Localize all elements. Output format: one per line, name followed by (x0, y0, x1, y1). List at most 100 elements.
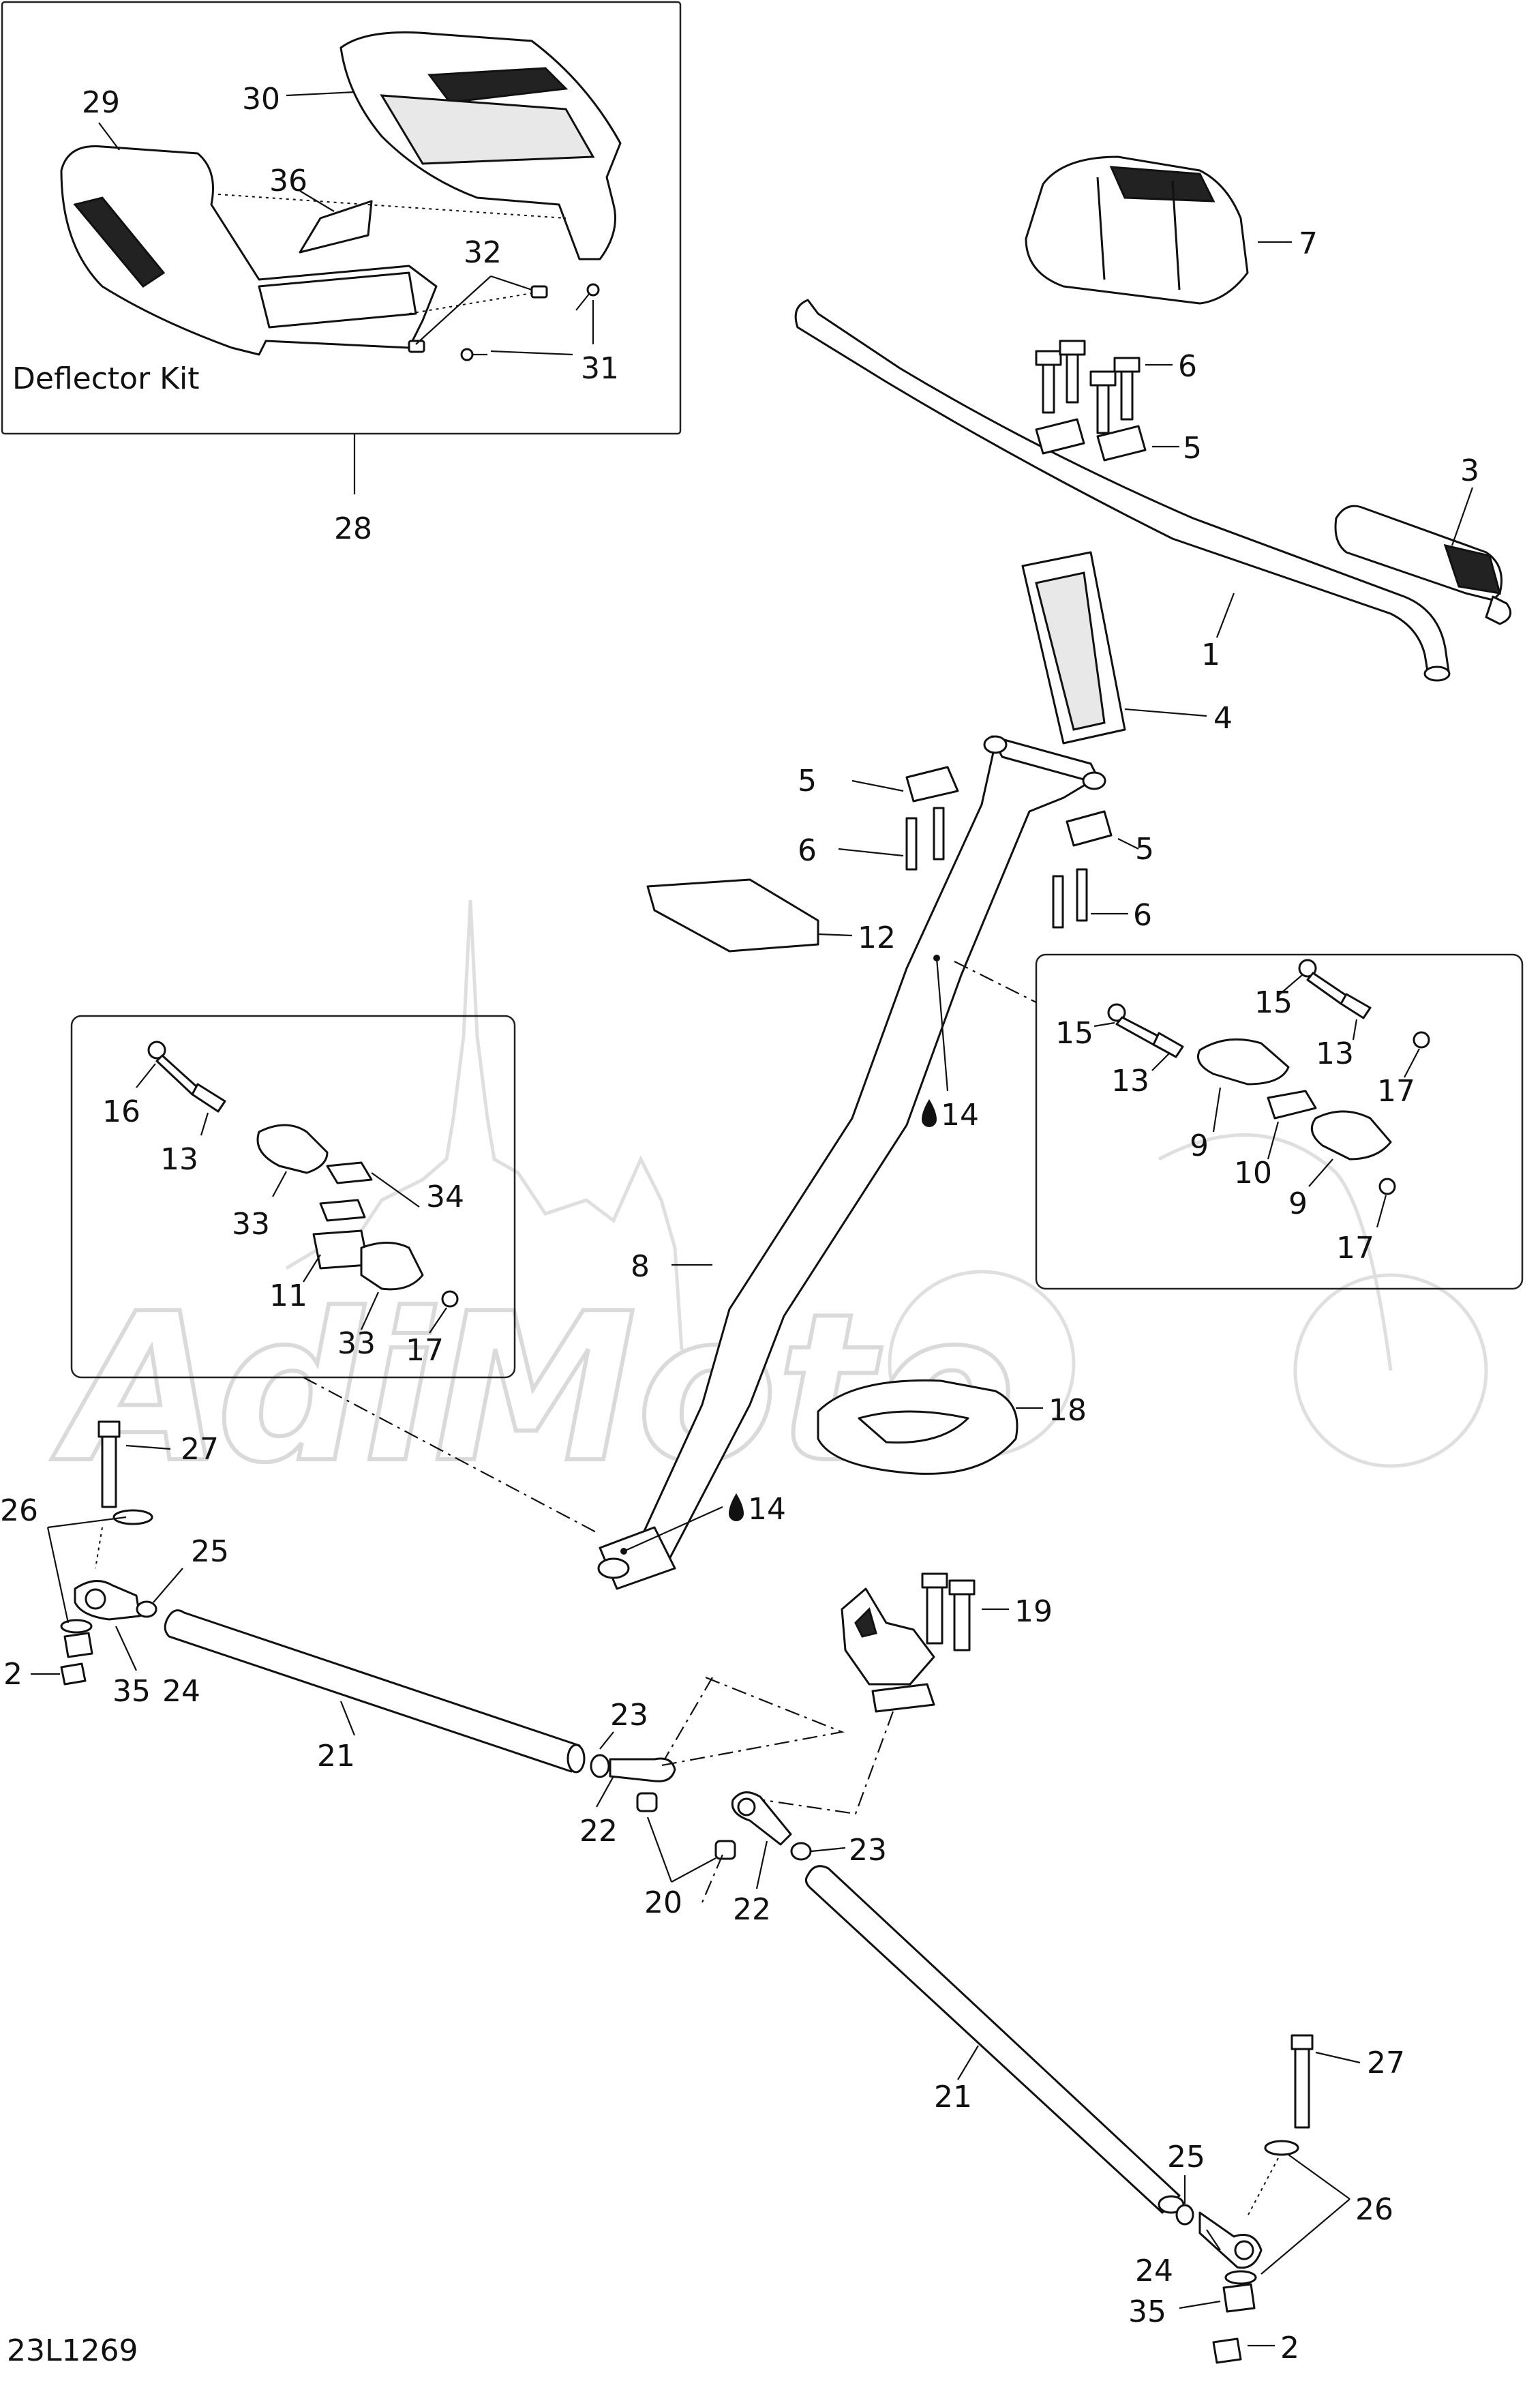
callout-8: 8 (631, 1249, 650, 1284)
callout-4: 4 (1213, 701, 1233, 736)
callout-30: 30 (242, 82, 280, 117)
pitman-bracket (841, 1587, 935, 1686)
washer-26-top (112, 1509, 153, 1525)
jam-nut-23-right (790, 1842, 812, 1861)
nut-17-top (1413, 1031, 1430, 1049)
right-detail-box: 15 13 15 13 17 9 10 9 17 (1035, 953, 1524, 1290)
callout-33a: 33 (232, 1207, 270, 1242)
deflector-left-vent (73, 196, 166, 288)
callout-5c: 5 (1135, 832, 1154, 867)
lower-clamp-left (905, 766, 959, 803)
spacer-13 (191, 1083, 226, 1113)
spacer-13-right (1340, 993, 1372, 1019)
callout-32: 32 (464, 235, 502, 270)
callout-16: 16 (102, 1094, 140, 1129)
callout-9a: 9 (1190, 1128, 1209, 1163)
callout-17c: 17 (1336, 1231, 1374, 1266)
spacer-35-left (63, 1632, 93, 1658)
callout-24b: 24 (1135, 2254, 1173, 2288)
callout-15a: 15 (1055, 1016, 1093, 1051)
callout-11: 11 (269, 1279, 307, 1313)
callout-2b: 2 (1280, 2331, 1299, 2365)
callout-7: 7 (1299, 226, 1318, 261)
bushing-34-bottom (319, 1199, 366, 1222)
callout-17a: 17 (406, 1333, 444, 1368)
callout-25a: 25 (191, 1534, 229, 1569)
nut-2-left (60, 1662, 87, 1686)
callout-26b: 26 (1355, 2192, 1393, 2227)
callout-6a: 6 (1178, 349, 1197, 384)
callout-20: 20 (644, 1885, 682, 1920)
nut-17-bottom (1378, 1178, 1396, 1195)
washer-26-bottom-right (1224, 2270, 1257, 2285)
kit-screw-b (460, 348, 487, 361)
deflector-kit-box: Deflector Kit 29 30 36 (1, 1, 682, 435)
callout-5a: 5 (1183, 431, 1202, 466)
nut-25-right (1175, 2204, 1194, 2226)
clip-nut-a (530, 285, 548, 299)
drawing-code: 23L1269 (7, 2333, 138, 2368)
callout-36: 36 (269, 164, 307, 198)
lower-bolts-right (1052, 868, 1088, 929)
bushing-10 (1267, 1090, 1317, 1120)
callout-22b: 22 (733, 1892, 771, 1927)
bolt-15-right (1298, 959, 1348, 1005)
callout-31: 31 (581, 351, 619, 386)
callout-35b: 35 (1128, 2294, 1166, 2329)
callout-2a: 2 (3, 1657, 22, 1692)
deflector-right-vent (427, 67, 569, 104)
callout-5b: 5 (798, 764, 817, 798)
callout-29: 29 (82, 85, 120, 120)
spacer-35-right (1222, 2283, 1256, 2313)
kit-screw-a (575, 283, 600, 311)
callout-25b: 25 (1167, 2140, 1205, 2174)
oil-drop-icon-a (922, 1099, 937, 1127)
callout-27a: 27 (181, 1432, 219, 1467)
bushing-20-a (636, 1792, 658, 1812)
callout-10: 10 (1234, 1156, 1272, 1191)
bolts-19 (921, 1572, 976, 1651)
bushing-20-b (714, 1840, 736, 1860)
sticker (299, 200, 373, 254)
callout-21b: 21 (934, 2080, 972, 2114)
callout-26a: 26 (0, 1493, 38, 1528)
bolt-27-right (1290, 2034, 1314, 2129)
clamp-33-bottom (360, 1242, 424, 1291)
callout-6c: 6 (1133, 898, 1152, 933)
callout-18: 18 (1048, 1393, 1087, 1428)
spacer-13-left (1152, 1032, 1184, 1058)
callout-33b: 33 (337, 1326, 376, 1361)
callout-17b: 17 (1377, 1074, 1415, 1109)
callout-21a: 21 (317, 1739, 355, 1774)
callout-19: 19 (1014, 1594, 1053, 1629)
rod-end-22-left (609, 1757, 676, 1782)
callout-13b: 13 (1111, 1064, 1149, 1098)
callout-15b: 15 (1254, 985, 1293, 1020)
tie-rod-end-left (74, 1580, 141, 1621)
bolt-27-left (97, 1420, 121, 1508)
nut-25-left (136, 1600, 157, 1618)
bushing-34-top (326, 1161, 373, 1184)
callout-9b: 9 (1288, 1186, 1308, 1221)
callout-6b: 6 (798, 833, 817, 868)
callout-1: 1 (1201, 638, 1220, 672)
jam-nut-23-left (590, 1754, 610, 1778)
grip (1334, 505, 1512, 625)
callout-24a: 24 (162, 1674, 200, 1709)
callout-28: 28 (334, 511, 372, 546)
callout-23b: 23 (849, 1833, 887, 1868)
kit-title: Deflector Kit (12, 361, 200, 396)
upper-bolts (1035, 340, 1141, 434)
nut-2-right (1212, 2337, 1242, 2364)
steering-plate (646, 878, 819, 953)
callout-14b: 14 (748, 1492, 786, 1527)
tie-rod-end-right (1198, 2211, 1263, 2269)
clamp-9-bottom (1310, 1110, 1392, 1161)
callout-3: 3 (1460, 453, 1479, 488)
tie-rod-left (164, 1609, 581, 1773)
handlebar (794, 299, 1450, 676)
upper-clamps (1035, 418, 1147, 462)
callout-35a: 35 (112, 1674, 151, 1709)
callout-34: 34 (426, 1180, 464, 1214)
